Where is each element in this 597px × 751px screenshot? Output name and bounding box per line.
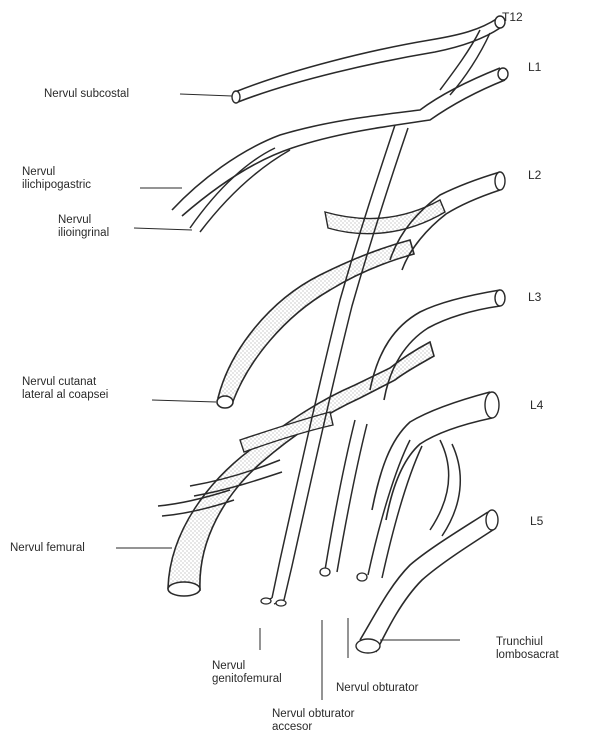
label-genitofemoral-line1: Nervul <box>212 660 282 673</box>
label-accessory-obturator: Nervul obturator accesor <box>272 708 354 734</box>
l3-nerve <box>370 290 505 400</box>
root-label-l2: L2 <box>528 168 541 182</box>
root-label-l5: L5 <box>530 514 543 528</box>
label-iliohypogastric: Nervul ilichipogastric <box>22 166 91 192</box>
label-accessory-obturator-line1: Nervul obturator <box>272 708 354 721</box>
label-lumbosacral-trunk-line1: Trunchiul <box>496 636 559 649</box>
subcostal-nerve <box>232 16 505 103</box>
label-lateral-cutaneous: Nervul cutanat lateral al coapsei <box>22 376 108 402</box>
label-ilioinguinal-line2: ilioingrinal <box>58 227 109 240</box>
root-label-l4: L4 <box>530 398 543 412</box>
label-femoral: Nervul femural <box>10 542 85 555</box>
l5-lumbosacral-trunk <box>356 440 498 653</box>
label-ilioinguinal-line1: Nervul <box>58 214 109 227</box>
label-iliohypogastric-line1: Nervul <box>22 166 91 179</box>
label-accessory-obturator-line2: accesor <box>272 721 354 734</box>
label-subcostal: Nervul subcostal <box>44 88 129 101</box>
leader-lines <box>116 94 460 700</box>
label-ilioinguinal: Nervul ilioingrinal <box>58 214 109 240</box>
label-iliohypogastric-line2: ilichipogastric <box>22 179 91 192</box>
label-genitofemoral: Nervul genitofemural <box>212 660 282 686</box>
root-label-l1: L1 <box>528 60 541 74</box>
label-lateral-cutaneous-line1: Nervul cutanat <box>22 376 108 389</box>
label-lumbosacral-trunk-line2: lombosacrat <box>496 649 559 662</box>
l1-nerve <box>172 68 508 606</box>
root-label-l3: L3 <box>528 290 541 304</box>
label-lateral-cutaneous-line2: lateral al coapsei <box>22 389 108 402</box>
label-lumbosacral-trunk: Trunchiul lombosacrat <box>496 636 559 662</box>
label-genitofemoral-line2: genitofemural <box>212 673 282 686</box>
root-label-t12: T12 <box>502 10 523 24</box>
label-obturator: Nervul obturator <box>336 682 418 695</box>
